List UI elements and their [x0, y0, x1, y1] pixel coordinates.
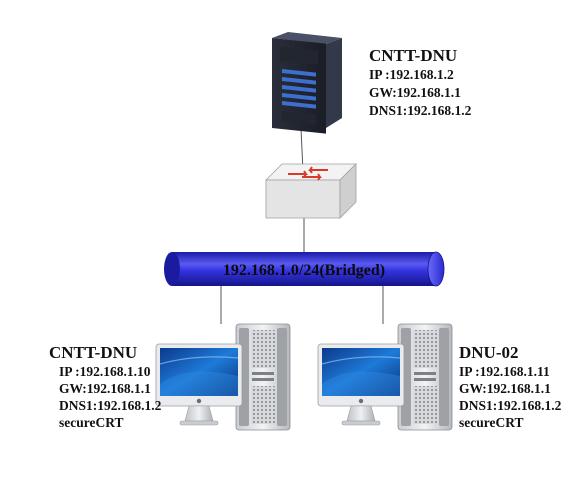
left-client-app: secureCRT — [59, 415, 124, 430]
network-label: 192.168.1.0/24(Bridged) — [223, 262, 385, 279]
server-name: CNTT-DNU — [369, 46, 457, 65]
right-client-name: DNU-02 — [459, 343, 519, 362]
right-client-dns: DNS1:192.168.1.2 — [459, 398, 562, 413]
left-client-ip: IP :192.168.1.10 — [59, 364, 151, 379]
left-client-gw: GW:192.168.1.1 — [59, 381, 151, 396]
left-client-name: CNTT-DNU — [49, 343, 137, 362]
right-client-label-group: DNU-02 IP :192.168.1.11 GW:192.168.1.1 D… — [459, 343, 562, 430]
left-client-label-group: CNTT-DNU IP :192.168.1.10 GW:192.168.1.1… — [49, 343, 162, 430]
server-ip: IP :192.168.1.2 — [369, 67, 454, 82]
server-gw: GW:192.168.1.1 — [369, 85, 461, 100]
left-client-dns: DNS1:192.168.1.2 — [59, 398, 162, 413]
desktop-computer-icon — [317, 323, 453, 431]
desktop-computer-icon — [155, 323, 291, 431]
server-label-group: CNTT-DNU IP :192.168.1.2 GW:192.168.1.1 … — [369, 46, 472, 118]
network-bus: 192.168.1.0/24(Bridged) — [164, 251, 445, 287]
right-client-app: secureCRT — [459, 415, 524, 430]
server-dns: DNS1:192.168.1.2 — [369, 103, 472, 118]
right-client-gw: GW:192.168.1.1 — [459, 381, 551, 396]
network-switch-icon — [265, 163, 357, 219]
right-client-ip: IP :192.168.1.11 — [459, 364, 550, 379]
server-tower-icon — [272, 32, 342, 134]
